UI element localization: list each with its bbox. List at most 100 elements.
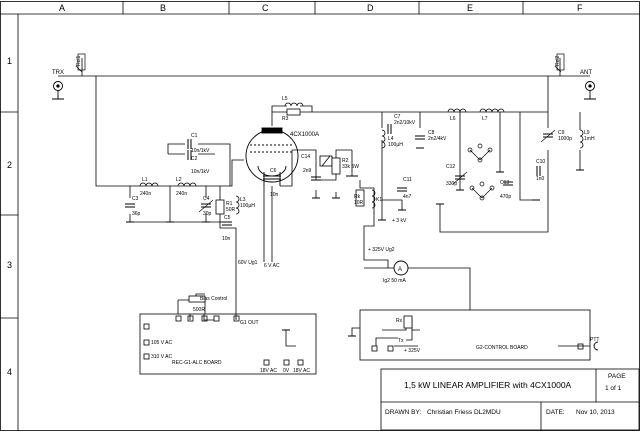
alc-bias-control: Bias Control bbox=[200, 296, 227, 302]
ptt-label: PTT bbox=[590, 337, 599, 343]
c12-capacitor bbox=[452, 171, 468, 185]
c14-capacitor bbox=[311, 176, 321, 181]
tube-label: 4CX1000A bbox=[290, 132, 319, 138]
date-label: DATE: bbox=[546, 409, 565, 416]
l7-label: L7 bbox=[482, 116, 488, 122]
rel1-label: Rel1 bbox=[76, 55, 82, 66]
grid-col-e: E bbox=[467, 3, 473, 13]
r2-resistor bbox=[331, 157, 341, 175]
c11-value: 4n7 bbox=[403, 194, 412, 200]
l1-value: 240n bbox=[140, 191, 151, 197]
date-value: Nov 10, 2013 bbox=[576, 409, 615, 416]
c1-value: 10n/1kV bbox=[191, 148, 210, 154]
band-switch[interactable] bbox=[467, 143, 495, 201]
g2-325v-label: + 325V bbox=[404, 348, 421, 354]
drawn-by-value: Christian Friess DL2MDU bbox=[427, 409, 501, 416]
tx-label: Tx bbox=[398, 338, 404, 344]
r1-value: 50R bbox=[226, 207, 236, 213]
r3-label: R3 bbox=[282, 116, 289, 122]
l4-label: L4 bbox=[388, 136, 394, 142]
r1-resistor bbox=[215, 199, 225, 215]
c3-capacitor bbox=[125, 203, 135, 208]
ant-label: ANT bbox=[580, 70, 592, 76]
c7-value: 2n2/10kV bbox=[394, 120, 416, 126]
c5-value: 10n bbox=[222, 236, 231, 242]
l5-label: L5 bbox=[282, 96, 288, 102]
grid-col-a: A bbox=[59, 3, 65, 13]
l6-inductor bbox=[447, 108, 467, 113]
r1-label: R1 bbox=[226, 201, 233, 207]
meter-symbol: A bbox=[398, 267, 402, 273]
alc-18v-b: 18V AC bbox=[293, 368, 310, 374]
l2-value: 240n bbox=[176, 191, 187, 197]
c9-value: 1000p bbox=[558, 136, 572, 142]
title-block bbox=[380, 368, 640, 431]
alc-board-name: REC-G1-ALC BOARD bbox=[172, 360, 222, 366]
drawing-title: 1,5 kW LINEAR AMPLIFIER with 4CX1000A bbox=[404, 380, 572, 390]
c6-label: C6 bbox=[270, 168, 277, 174]
grid-row-2: 2 bbox=[7, 160, 12, 170]
drawn-by-label: DRAWN BY: bbox=[385, 409, 421, 416]
ug2-supply-label: + 325V Ug2 bbox=[368, 247, 395, 253]
grid-col-f: F bbox=[577, 3, 583, 13]
c13-capacitor bbox=[503, 181, 513, 186]
l9-inductor bbox=[579, 129, 584, 149]
c4-label: C4 bbox=[203, 196, 210, 202]
c3-value: 36p bbox=[132, 211, 141, 217]
l6-label: L6 bbox=[450, 116, 456, 122]
screen-current-meter bbox=[393, 260, 409, 276]
c2-capacitor bbox=[187, 150, 192, 160]
c11-capacitor bbox=[397, 187, 407, 192]
alc-0v: 0V bbox=[283, 368, 290, 374]
r2-label: R2 bbox=[342, 158, 349, 164]
trx-label: TRX bbox=[52, 70, 64, 76]
c13-value: 470p bbox=[500, 194, 511, 200]
l4-inductor bbox=[381, 129, 386, 149]
l9-label: L9 bbox=[584, 130, 590, 136]
c11-label: C11 bbox=[403, 177, 412, 183]
grid-row-4: 4 bbox=[7, 367, 12, 377]
l9-value: 1mH bbox=[584, 136, 595, 142]
grid-col-c: C bbox=[262, 3, 269, 13]
rk-label: Rk bbox=[354, 194, 361, 200]
k1-label: K1 bbox=[376, 197, 382, 203]
wires bbox=[58, 58, 590, 347]
l4-value: 100µH bbox=[388, 142, 403, 148]
l2-inductor bbox=[177, 182, 197, 187]
relay2-contact bbox=[554, 53, 565, 73]
ground-symbols bbox=[126, 147, 584, 337]
c1-label: C1 bbox=[191, 133, 198, 139]
rel2-label: Rel2 bbox=[555, 55, 561, 66]
c4-capacitor bbox=[198, 199, 214, 213]
alc-310v: 310 V AC bbox=[151, 354, 173, 360]
c8-capacitor bbox=[415, 135, 425, 140]
c5-capacitor bbox=[222, 221, 232, 226]
trx-connector[interactable] bbox=[52, 81, 64, 100]
rx-label: Rx bbox=[396, 318, 403, 324]
bias-supply-label: + 3 kV bbox=[392, 218, 407, 224]
c3-label: C3 bbox=[132, 196, 139, 202]
l1-inductor bbox=[139, 182, 159, 187]
l5-inductor bbox=[284, 102, 304, 107]
l7-inductor bbox=[479, 108, 505, 113]
c5-label: C5 bbox=[224, 215, 231, 221]
meter-label: Ig2 50 mA bbox=[383, 278, 406, 284]
c10-capacitor bbox=[536, 166, 541, 176]
ptt-connector[interactable] bbox=[593, 341, 599, 351]
c7-capacitor bbox=[387, 124, 392, 134]
k1-coil bbox=[371, 189, 376, 209]
alc-pot-value: 500R bbox=[193, 307, 205, 313]
c14-value: 2n9 bbox=[303, 168, 312, 174]
c4-value: 30p bbox=[203, 211, 212, 217]
c7-label: C7 bbox=[394, 114, 401, 120]
l2-label: L2 bbox=[176, 177, 182, 183]
c8-value: 2n2/4kV bbox=[428, 136, 447, 142]
alc-board bbox=[139, 295, 317, 375]
l3-inductor bbox=[235, 195, 240, 215]
grid-labels: A B C D E F 1 2 3 4 bbox=[7, 3, 583, 377]
ant-connector[interactable] bbox=[584, 81, 596, 100]
c8-label: C8 bbox=[428, 130, 435, 136]
c12-value: 330p bbox=[446, 181, 457, 187]
